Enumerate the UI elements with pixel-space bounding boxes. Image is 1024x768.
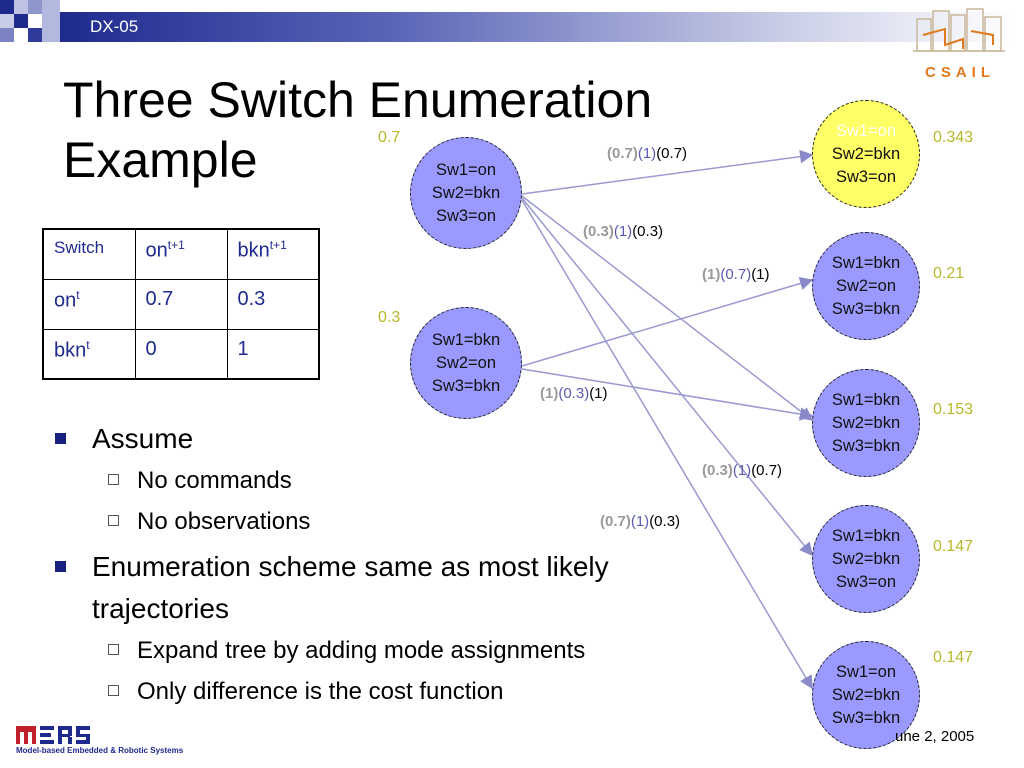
node-line: Sw3=on: [835, 167, 897, 186]
edge-label-4: (1)(0.3)(1): [540, 385, 608, 402]
table-row-label: ont: [42, 278, 136, 330]
node-line: Sw1=bkn: [431, 330, 501, 349]
switch-transition-table: Switch ont+1 bknt+1 ont 0.7 0.3 bknt 0 1: [42, 228, 320, 380]
node-line: Sw2=bkn: [831, 549, 901, 568]
node-line: Sw1=bkn: [831, 253, 901, 272]
mers-logo: Model-based Embedded & Robotic Systems: [14, 722, 183, 762]
csail-text: CSAIL: [925, 64, 995, 81]
table-header-cell: Switch: [42, 228, 136, 280]
source-prob-2: 0.3: [378, 309, 401, 326]
node-line: Sw3=on: [835, 572, 897, 591]
table-cell: 1: [226, 328, 320, 380]
target-node-3: Sw1=bkn Sw2=bkn Sw3=bkn: [812, 369, 920, 477]
node-line: Sw2=bkn: [431, 183, 501, 202]
target-prob-2: 0.21: [933, 265, 965, 282]
table-header-cell: bknt+1: [226, 228, 320, 280]
edge-line: [521, 195, 814, 421]
table-row: ont 0.7 0.3: [42, 278, 320, 330]
node-line: Sw1=bkn: [831, 390, 901, 409]
node-line: Sw2=bkn: [831, 144, 901, 163]
hollow-square-bullet-icon: [108, 474, 119, 485]
node-line: Sw2=bkn: [831, 685, 901, 704]
edge-line: [521, 368, 814, 421]
corner-square-2: [14, 0, 28, 14]
edge-label-2: (0.3)(1)(0.3): [583, 223, 664, 240]
target-prob-1: 0.343: [933, 129, 974, 146]
corner-square-4: [0, 14, 14, 28]
hollow-square-bullet-icon: [108, 644, 119, 655]
slide-code: DX-05: [90, 17, 139, 36]
target-prob-5: 0.147: [933, 649, 974, 666]
hollow-square-bullet-icon: [108, 685, 119, 696]
sub-bullet-item: Expand tree by adding mode assignments: [55, 630, 695, 671]
edge-label-3: (1)(0.7)(1): [702, 266, 770, 283]
corner-square-5: [14, 14, 28, 28]
page-title: Three Switch Enumeration Example: [63, 72, 653, 188]
hollow-square-bullet-icon: [108, 515, 119, 526]
table-cell: 0: [134, 328, 228, 380]
target-node-2: Sw1=bkn Sw2=on Sw3=bkn: [812, 232, 920, 340]
sub-bullet-item: Only difference is the cost function: [55, 671, 695, 712]
edge-line: [521, 149, 814, 195]
table-header-cell: ont+1: [134, 228, 228, 280]
target-node-5: Sw1=on Sw2=bkn Sw3=bkn: [812, 641, 920, 749]
bullet-item: Assume: [55, 418, 695, 460]
source-prob-1: 0.7: [378, 129, 401, 146]
bullet-list: Assume No commands No observations Enume…: [55, 418, 695, 712]
sub-bullet-item: No commands: [55, 460, 695, 501]
node-line: Sw3=bkn: [431, 376, 501, 395]
corner-square-8: [28, 28, 42, 42]
edge-label-1: (0.7)(1)(0.7): [607, 145, 688, 162]
source-node-1: Sw1=on Sw2=bkn Sw3=on: [410, 137, 522, 249]
node-line: Sw2=on: [435, 353, 497, 372]
mers-logo-mark: [16, 726, 90, 744]
edge-line: [521, 199, 813, 690]
node-line: Sw1=on: [835, 121, 897, 140]
target-node-4: Sw1=bkn Sw2=bkn Sw3=on: [812, 505, 920, 613]
node-line: Sw1=on: [835, 662, 897, 681]
node-line: Sw1=bkn: [831, 526, 901, 545]
edge-label-6: (0.7)(1)(0.3): [600, 513, 681, 530]
square-bullet-icon: [55, 433, 66, 444]
square-bullet-icon: [55, 561, 66, 572]
footer-date: une 2, 2005: [895, 728, 975, 745]
bullet-item: Enumeration scheme same as most likely t…: [55, 546, 695, 630]
corner-square-1: [0, 0, 14, 14]
node-line: Sw3=bkn: [831, 436, 901, 455]
source-node-2: Sw1=bkn Sw2=on Sw3=bkn: [410, 307, 522, 419]
target-prob-3: 0.153: [933, 401, 974, 418]
node-line: Sw3=on: [435, 206, 497, 225]
corner-square-6: [42, 0, 60, 42]
header-bar: [60, 12, 1015, 42]
target-prob-4: 0.147: [933, 538, 974, 555]
edge-line: [521, 197, 813, 557]
target-node-1: Sw1=on Sw2=bkn Sw3=on: [812, 100, 920, 208]
node-line: Sw3=bkn: [831, 708, 901, 727]
node-line: Sw3=bkn: [831, 299, 901, 318]
node-line: Sw2=bkn: [831, 413, 901, 432]
corner-square-7: [0, 28, 14, 42]
edge-label-5: (0.3)(1)(0.7): [702, 462, 783, 479]
mers-logo-text: Model-based Embedded & Robotic Systems: [16, 746, 184, 755]
corner-square-3: [28, 0, 42, 14]
table-row: bknt 0 1: [42, 328, 320, 380]
node-line: Sw1=on: [435, 160, 497, 179]
node-line: Sw2=on: [835, 276, 897, 295]
edge-line: [521, 276, 814, 367]
csail-logo: CSAIL: [905, 5, 1015, 85]
sub-bullet-item: No observations: [55, 501, 695, 542]
table-header-row: Switch ont+1 bknt+1: [42, 228, 320, 280]
